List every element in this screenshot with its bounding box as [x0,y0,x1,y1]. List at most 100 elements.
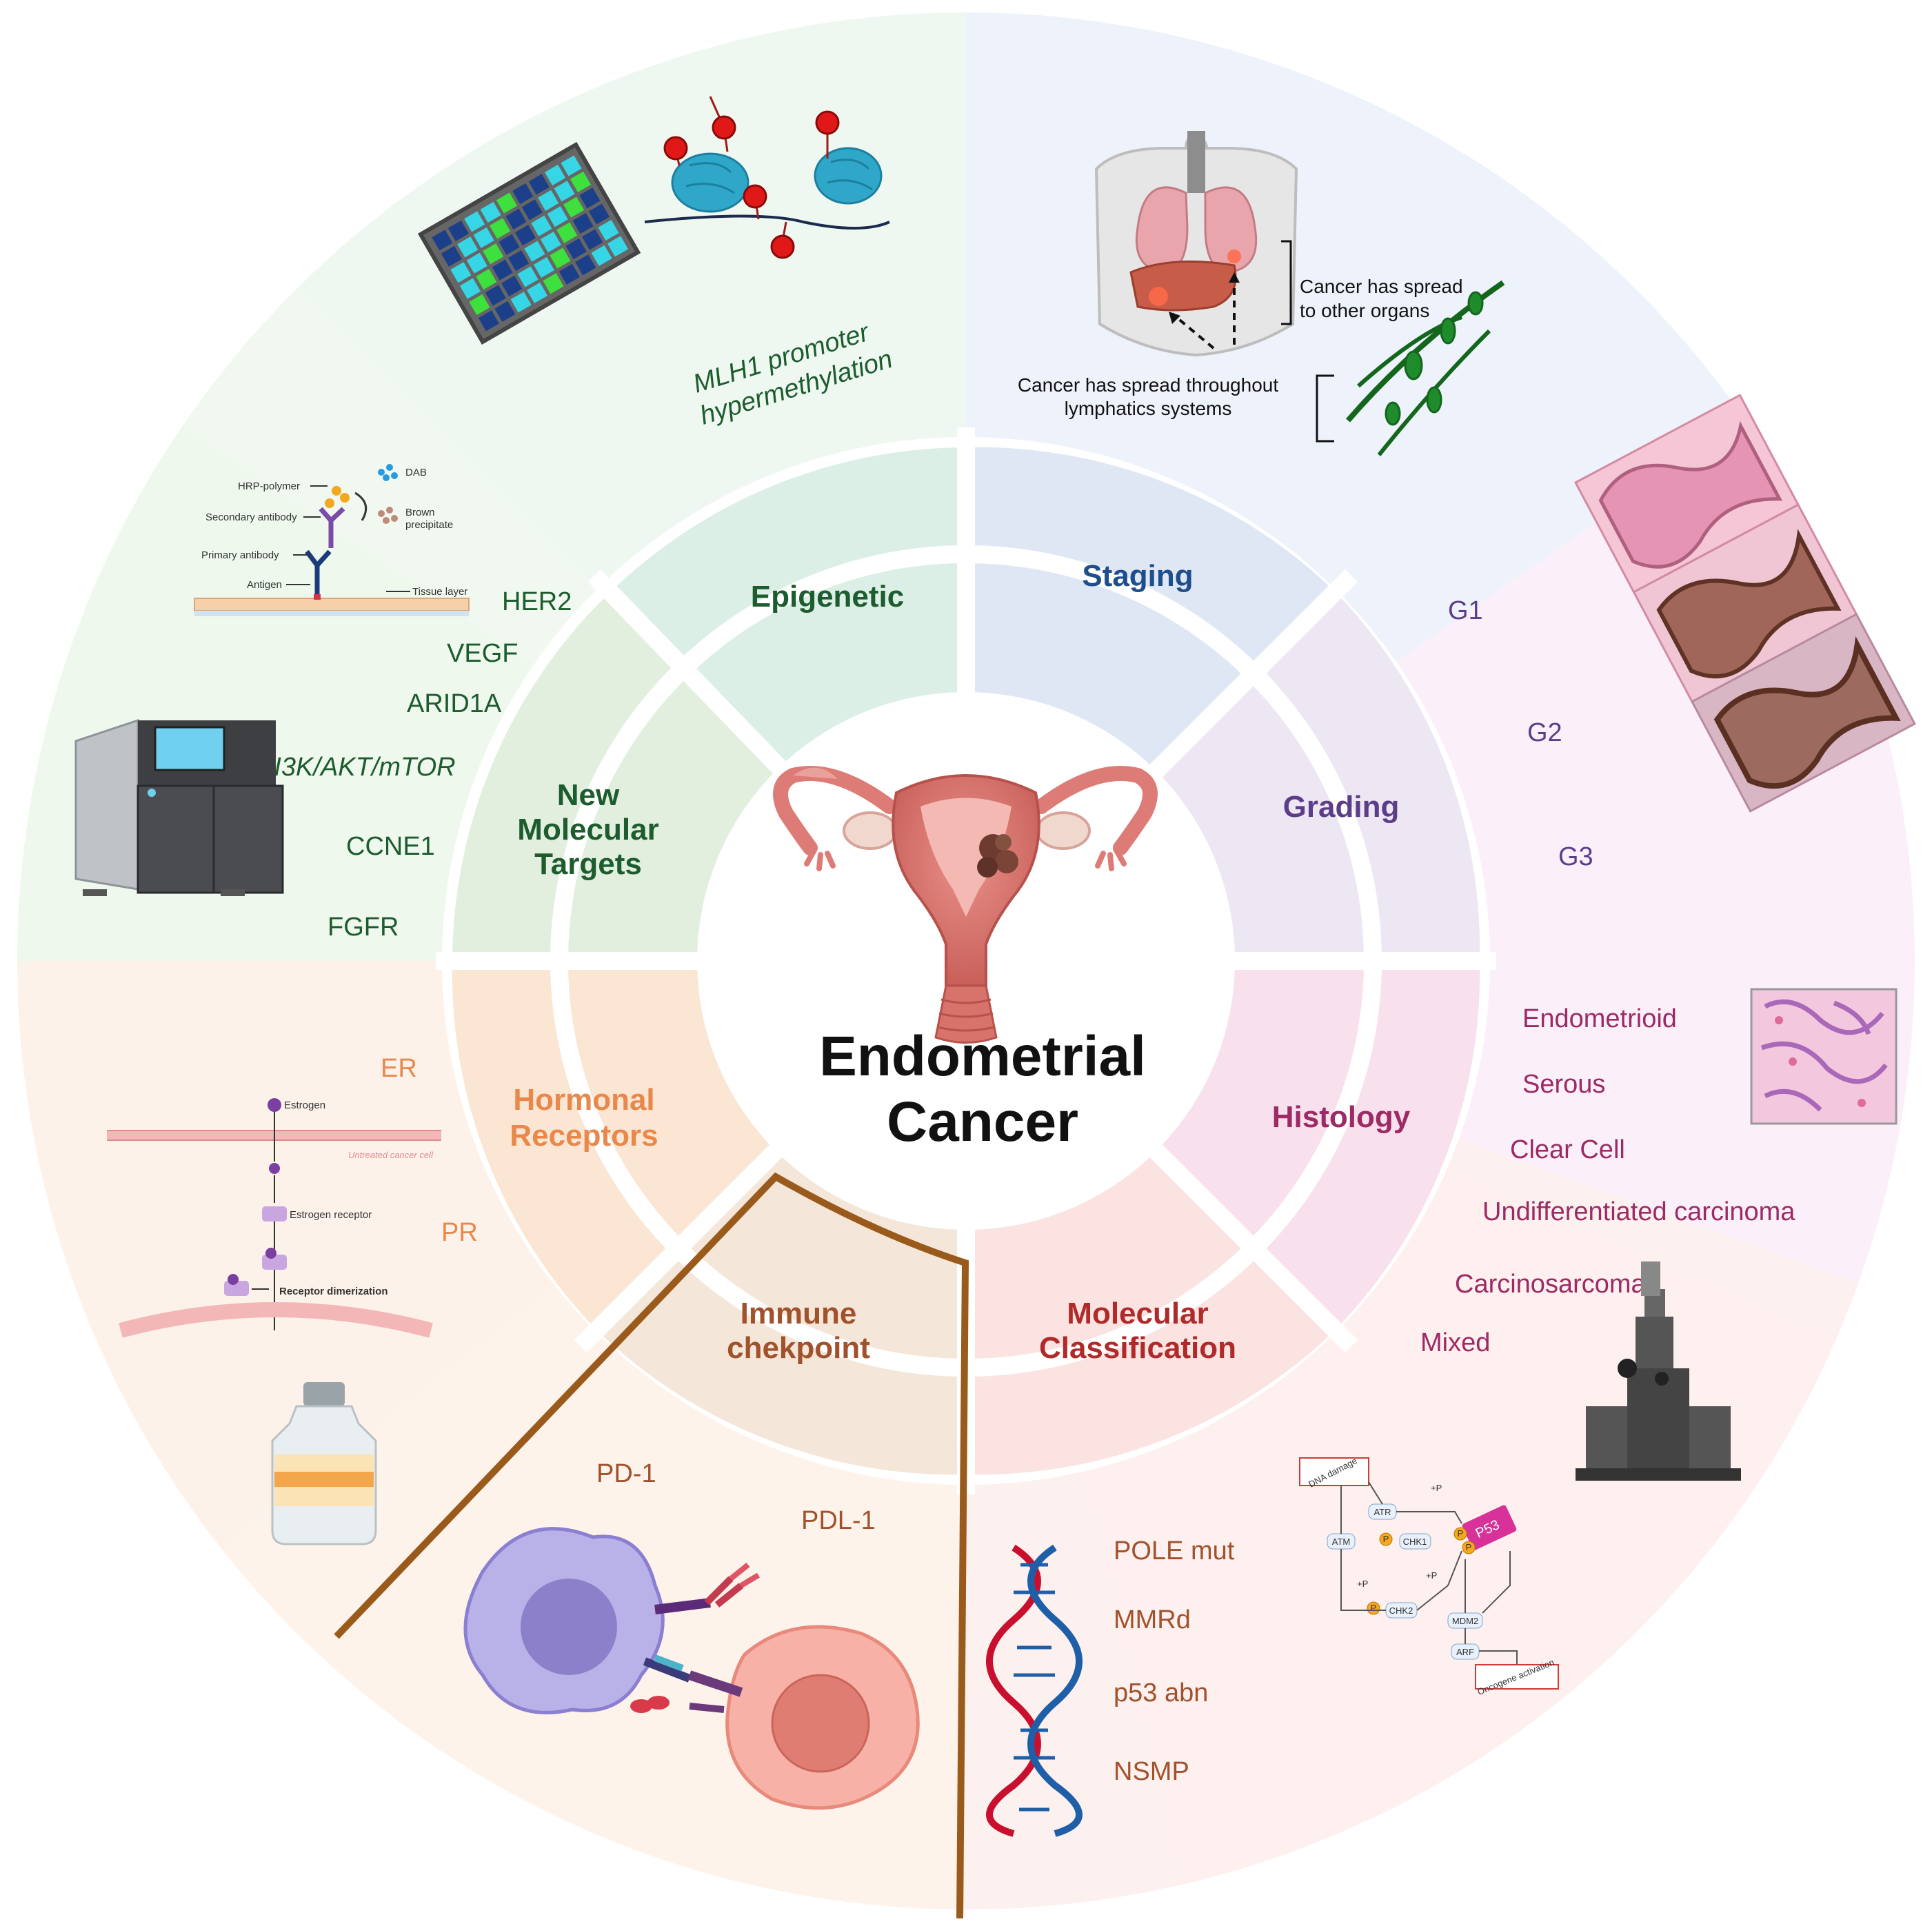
histology-item-1: Endometrioid [1522,1004,1677,1033]
molecular-item-1: POLE mut [1114,1537,1235,1565]
tissue-section-icon [1750,988,1898,1125]
chip-cell [501,275,523,296]
chip-cell [554,181,575,202]
segment-labels: Epigenetic Staging Grading Histology Mol… [510,559,1410,1365]
label-hormonal-1: Hormonal [513,1083,654,1117]
grading-item-g1: G1 [1448,596,1483,625]
chip-cell [588,203,610,225]
ihc-primary-label: Primary antibody [201,549,279,561]
chip-cell [473,227,494,248]
ihc-precipitate-label: precipitate [405,519,453,531]
label-immune-1: Immune [741,1297,857,1330]
estrogen-label: Estrogen [284,1099,325,1111]
pathway-arf: ARF [1456,1647,1474,1657]
histology-outer: Endometrioid Serous Clear Cell Undiffere… [1420,988,1898,1481]
chip-cell [538,190,559,211]
chip-cell [579,187,601,209]
chip-cell [499,234,520,255]
chip-cell [514,225,536,246]
pathway-p-1: P [1458,1528,1464,1539]
label-staging: Staging [1082,559,1193,593]
staging-note-organs-1: Cancer has spread [1300,276,1463,297]
torso-organs-icon [1094,131,1298,357]
chip-cell [547,206,568,227]
label-grading: Grading [1283,790,1400,824]
label-hormonal-2: Receptors [510,1119,658,1153]
chip-cell [469,294,490,315]
chip-cell [457,236,479,258]
chip-cell [441,245,462,267]
sequencer-machine-icon [74,718,284,896]
vial-icon [271,1382,377,1545]
pathway-mdm2: MDM2 [1452,1616,1478,1626]
chip-cell [559,263,580,285]
chip-cell [480,201,501,223]
chip-cell [517,266,539,287]
chip-cell [485,285,506,306]
pathway-p-4: P [1371,1603,1377,1613]
grading-outer: G1 G2 G3 [1448,394,1916,871]
ihc-dab-label: DAB [405,467,427,478]
ihc-brown-label: Brown [405,507,435,518]
staging-note-lymph-2: lymphatics systems [1065,398,1232,419]
immune-checkpoint-border [334,1172,969,1919]
histology-item-2: Serous [1522,1070,1605,1099]
pathway-box-chk1 [1399,1533,1431,1550]
chip-cell [432,230,453,251]
microscope-icon [1576,1261,1741,1481]
immune-item-pdl1: PDL-1 [801,1506,876,1535]
pathway-box-dna-damage [1299,1457,1369,1486]
ihc-secondary-label: Secondary antibody [205,511,297,523]
pathway-p-2: P [1466,1542,1472,1552]
uterus-illustration [773,766,1158,1044]
methylation-nucleosome-icon [644,96,890,259]
chip-cell [528,174,550,195]
staging-note-organs-2: to other organs [1300,300,1429,321]
label-immune-2: chekpoint [727,1331,870,1365]
target-item-pi3k: PI3K/AKT/mTOR [256,753,456,782]
center-title-line2: Cancer [887,1091,1078,1153]
target-item-her2: HER2 [502,587,572,616]
staging-outer: Cancer has spread to other organs Cancer… [1018,131,1505,456]
histology-item-6: Mixed [1420,1328,1490,1357]
chip-cell [572,213,594,234]
pathway-chk1: CHK1 [1403,1537,1427,1547]
chip-cell [570,171,592,192]
grading-item-g2: G2 [1527,718,1562,747]
chip-cell [561,155,582,176]
lymph-vessel-icon [1345,280,1505,456]
chip-cell [447,220,469,241]
chip-cell [492,259,513,281]
pathway-chk2: CHK2 [1389,1605,1413,1616]
chip-cell [545,164,566,185]
chip-cell [607,236,629,257]
histology-item-4: Undifferentiated carcinoma [1482,1197,1795,1226]
receptor-dimerization-label: Receptor dimerization [279,1286,388,1297]
chip-cell [524,241,545,262]
pathway-plus-p-2: +P [1357,1579,1368,1589]
pathway-plus-p-3: +P [1426,1570,1437,1581]
microarray-chip-icon [417,141,641,345]
chip-cell [510,292,532,313]
pathway-plus-p-1: +P [1431,1483,1442,1493]
dna-helix-icon [986,1544,1083,1837]
chip-cell [508,250,530,272]
target-item-ccne1: CCNE1 [346,832,435,861]
target-item-arid1a: ARID1A [407,689,502,718]
hormonal-item-pr: PR [441,1218,478,1247]
t-cell-icon [463,1527,761,1714]
chip-cell [533,256,554,278]
label-epigenetic: Epigenetic [751,580,905,614]
label-targets-3: Targets [534,847,642,881]
chip-cell [556,222,578,243]
ihc-antigen-label: Antigen [247,579,282,591]
center-title-line1: Endometrial [819,1025,1146,1088]
chip-cell [494,301,516,322]
chip-cell [598,219,619,241]
chip-cell [476,269,497,290]
untreated-cell-label: Untreated cancer cell [348,1150,434,1160]
label-molecular-2: Classification [1039,1331,1236,1365]
chip-cell [527,282,548,303]
